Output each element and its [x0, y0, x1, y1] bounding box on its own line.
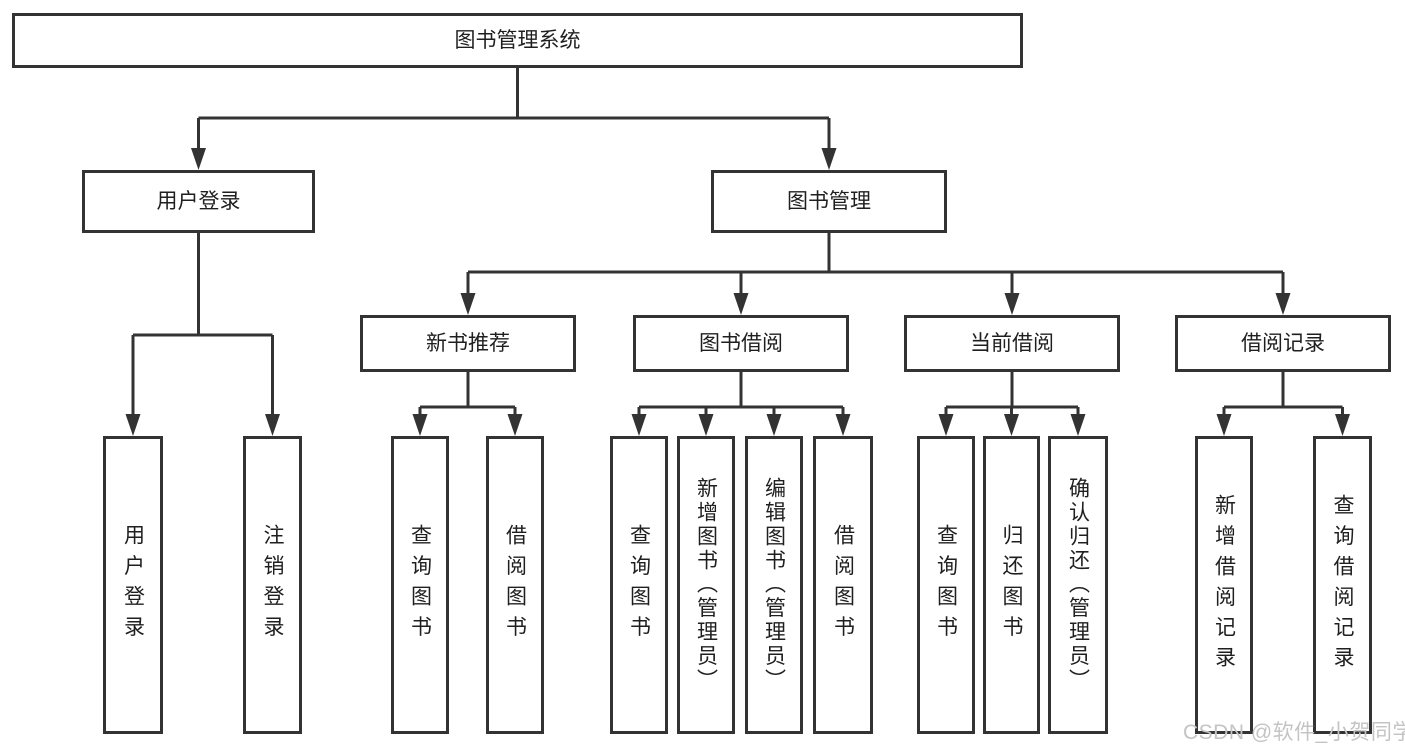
arrowhead [1004, 293, 1020, 315]
leaf-query-books-current: 查询图书 [917, 436, 975, 734]
arrowhead [733, 293, 749, 315]
connector-borrow-record-branch [1222, 372, 1344, 416]
leaf-query-borrow-record: 查询借阅记录 [1313, 436, 1372, 734]
arrowhead [631, 414, 647, 436]
connector-current-borrow-branch [944, 372, 1080, 416]
connector-user-login-branch [131, 233, 274, 416]
leaf-add-borrow-record: 新增借阅记录 [1195, 436, 1253, 734]
connector-new-book-branch [418, 372, 517, 416]
arrowhead [125, 414, 141, 436]
arrowhead [460, 293, 476, 315]
leaf-edit-books-admin: 编辑图书（管理员） [745, 436, 803, 734]
arrowhead [412, 414, 428, 436]
node-book-management: 图书管理 [711, 170, 947, 233]
connector-book-management-branch [466, 233, 1285, 295]
arrowhead [698, 414, 714, 436]
csdn-watermark: CSDN @软件_小贺同学 [1183, 721, 1405, 744]
node-book-borrow: 图书借阅 [633, 315, 849, 372]
leaf-user-login: 用户登录 [103, 436, 163, 734]
arrowhead [507, 414, 523, 436]
arrowhead [938, 414, 954, 436]
connector-root-to-level2 [197, 68, 831, 150]
node-borrow-record: 借阅记录 [1175, 315, 1391, 372]
arrowhead [1216, 414, 1232, 436]
arrowhead [1004, 414, 1019, 436]
leaf-add-books-admin: 新增图书（管理员） [677, 436, 735, 734]
node-new-book-recommend: 新书推荐 [360, 315, 576, 372]
arrowhead [1335, 414, 1350, 436]
arrowhead [265, 414, 280, 436]
node-user-login: 用户登录 [82, 170, 315, 233]
arrowhead [835, 414, 851, 436]
leaf-return-books: 归还图书 [983, 436, 1040, 734]
node-library-management-system: 图书管理系统 [12, 13, 1023, 68]
leaf-logout: 注销登录 [243, 436, 302, 734]
arrowhead [1070, 414, 1086, 436]
leaf-query-books-recommend: 查询图书 [391, 436, 449, 734]
leaf-confirm-return-admin: 确认归还（管理员） [1048, 436, 1108, 734]
node-current-borrow: 当前借阅 [904, 315, 1120, 372]
arrowhead [821, 148, 837, 170]
arrowhead [766, 414, 782, 436]
connector-book-borrow-branch [637, 372, 845, 416]
leaf-query-books-borrow: 查询图书 [610, 436, 668, 734]
leaf-borrow-books: 借阅图书 [813, 436, 873, 734]
arrowhead [1275, 293, 1291, 315]
arrowhead [191, 148, 206, 170]
leaf-borrow-books-recommend: 借阅图书 [486, 436, 544, 734]
